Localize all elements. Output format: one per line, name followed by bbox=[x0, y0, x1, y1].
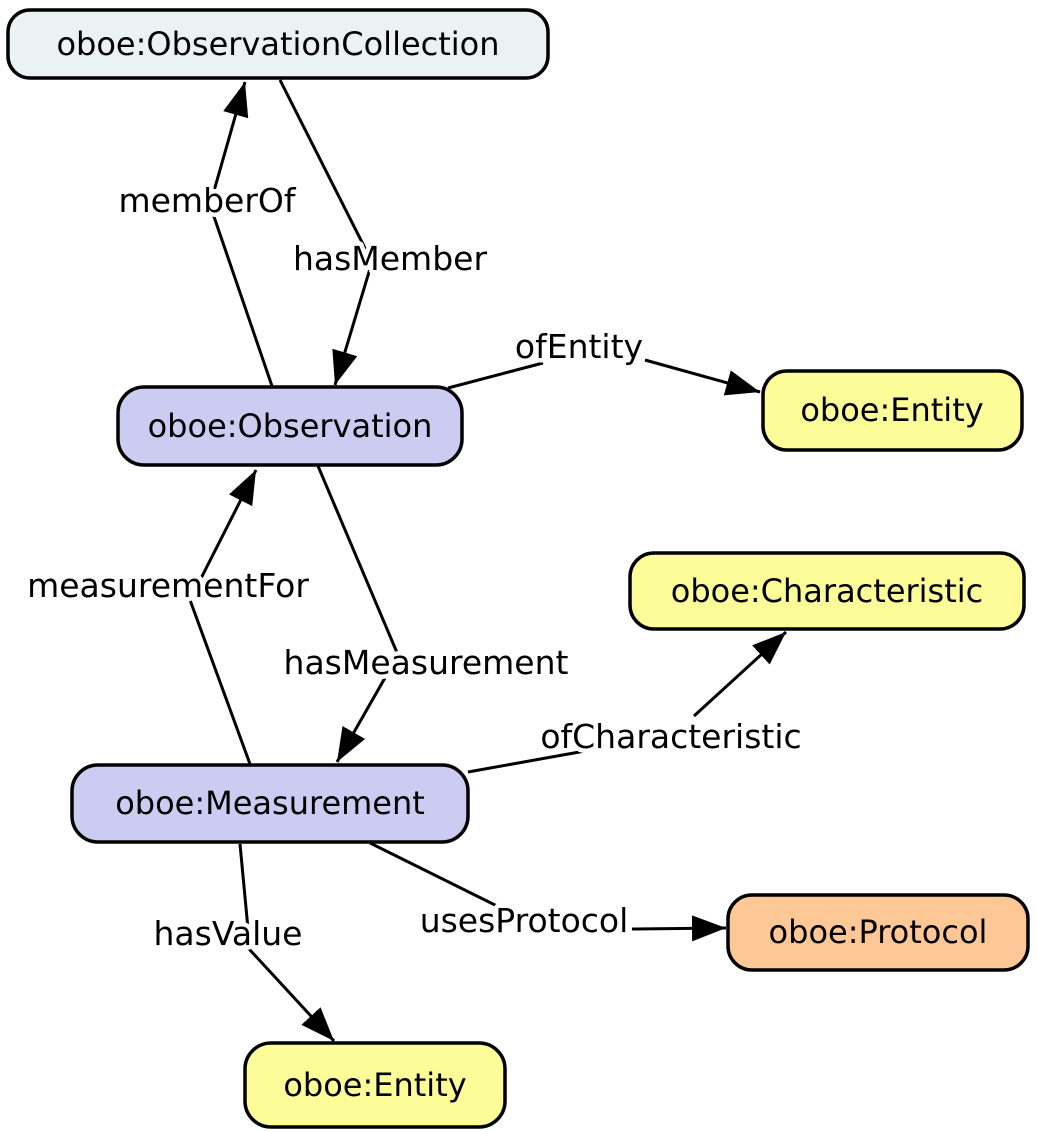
edge-labels-layer: memberOf hasMember ofEntity measurementF… bbox=[23, 177, 807, 958]
edge-label-ofentity: ofEntity bbox=[515, 327, 643, 366]
edge-label-hasmember: hasMember bbox=[293, 239, 488, 278]
edge-usesprotocol-head bbox=[631, 915, 727, 942]
node-oboe-characteristic: oboe:Characteristic bbox=[628, 551, 1026, 631]
node-oboe-entity-label: oboe:Entity bbox=[800, 391, 983, 429]
node-oboe-characteristic-box bbox=[628, 551, 1026, 631]
node-oboe-entity-box bbox=[761, 369, 1024, 452]
edge-ofcharacteristic-tail bbox=[467, 749, 586, 774]
node-oboe-protocol: oboe:Protocol bbox=[726, 893, 1030, 972]
node-oboe-observation: oboe:Observation bbox=[116, 385, 464, 467]
node-oboe-observationcollection: oboe:ObservationCollection bbox=[6, 8, 550, 80]
node-oboe-observationcollection-label: oboe:ObservationCollection bbox=[56, 25, 499, 63]
node-oboe-measurement-box bbox=[70, 763, 470, 844]
node-oboe-protocol-box bbox=[726, 893, 1030, 972]
node-oboe-entity-value: oboe:Entity bbox=[243, 1041, 507, 1129]
nodes-layer: oboe:ObservationCollection oboe:Observat… bbox=[6, 8, 1030, 1129]
node-oboe-characteristic-label: oboe:Characteristic bbox=[671, 572, 984, 610]
edge-ofentity-head bbox=[644, 358, 761, 396]
node-oboe-observationcollection-box bbox=[6, 8, 550, 80]
node-oboe-protocol-label: oboe:Protocol bbox=[769, 913, 988, 951]
node-oboe-entity-value-label: oboe:Entity bbox=[283, 1066, 466, 1104]
edge-usesprotocol-tail bbox=[369, 841, 498, 908]
edge-memberof bbox=[208, 81, 275, 390]
edge-label-hasvalue: hasValue bbox=[154, 914, 303, 953]
node-oboe-entity: oboe:Entity bbox=[761, 369, 1024, 452]
edge-measurementfor bbox=[188, 469, 258, 765]
edge-hasvalue bbox=[238, 843, 336, 1043]
edge-label-memberof: memberOf bbox=[118, 181, 296, 220]
edge-hasmember bbox=[278, 79, 374, 386]
edges-layer bbox=[188, 79, 788, 1043]
edge-label-measurementfor: measurementFor bbox=[27, 566, 309, 605]
node-oboe-observation-label: oboe:Observation bbox=[148, 407, 433, 445]
node-oboe-observation-box bbox=[116, 385, 464, 467]
node-oboe-entity-value-box bbox=[243, 1041, 507, 1129]
node-oboe-measurement: oboe:Measurement bbox=[70, 763, 470, 844]
edge-label-hasmeasurement: hasMeasurement bbox=[284, 643, 569, 682]
node-oboe-measurement-label: oboe:Measurement bbox=[115, 784, 425, 822]
edge-label-usesprotocol: usesProtocol bbox=[420, 901, 629, 940]
edge-hasmeasurement bbox=[316, 465, 400, 763]
edge-ofentity-tail bbox=[447, 361, 544, 390]
edge-label-ofcharacteristic: ofCharacteristic bbox=[540, 717, 801, 756]
edge-ofcharacteristic-head bbox=[692, 630, 788, 718]
